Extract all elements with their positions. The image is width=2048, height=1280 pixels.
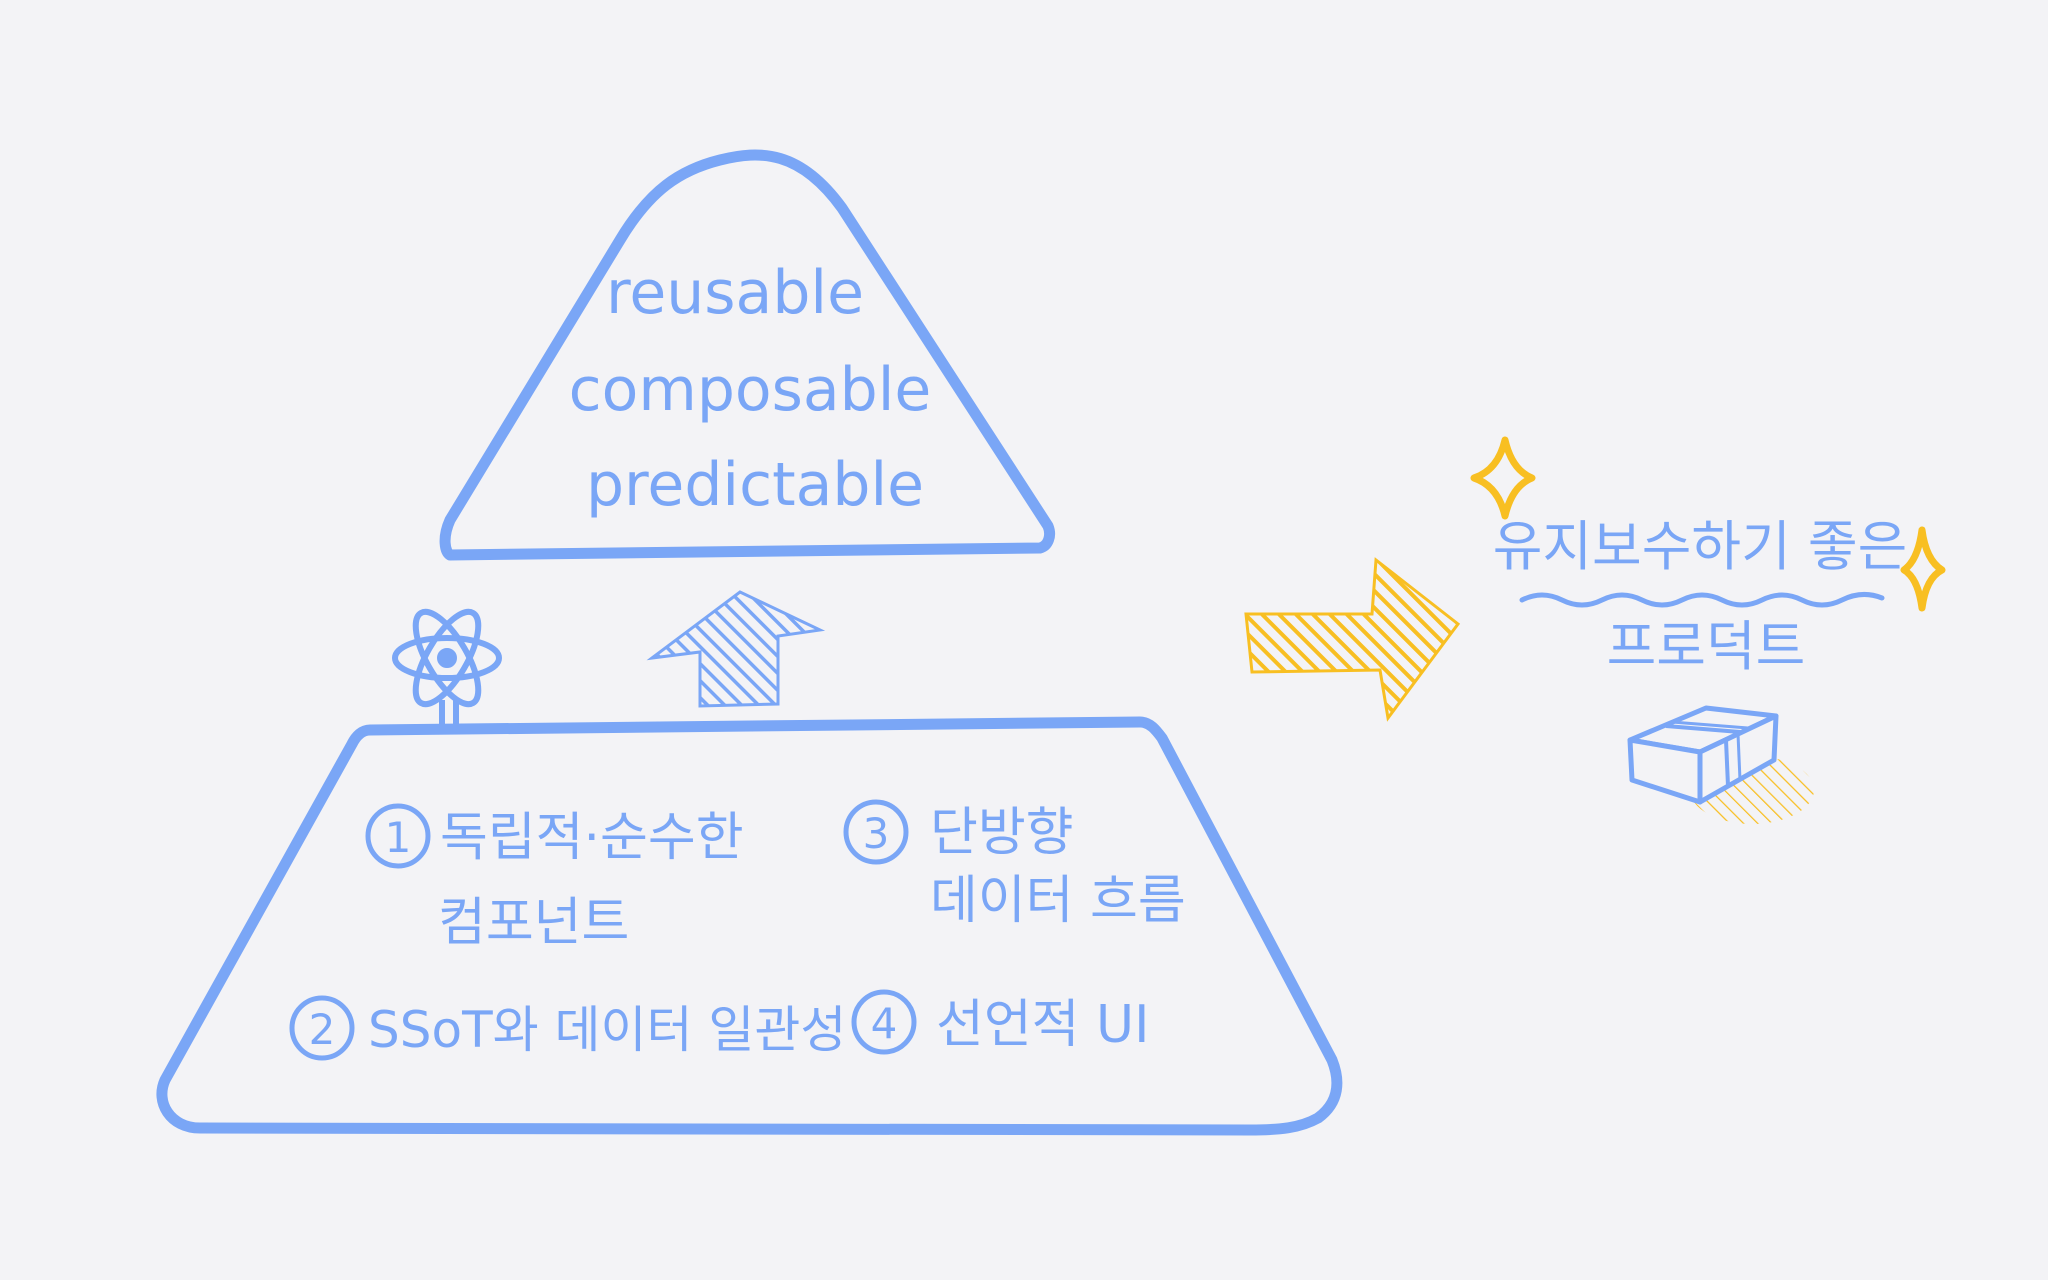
item-1-number: 1 (385, 813, 412, 862)
base-trapezoid (156, 716, 1343, 1136)
base-item-2: 2 SSoT와 데이터 일관성 (289, 995, 846, 1061)
right-arrow-icon (1244, 557, 1461, 722)
base-item-1: 1 독립적·순수한 컴포넌트 (365, 803, 744, 953)
sparkle-icon (1470, 436, 1536, 520)
item-2-number: 2 (309, 1005, 336, 1054)
item-4-number-circle (851, 989, 917, 1055)
wavy-underline (1519, 592, 1885, 608)
up-arrow-icon (646, 590, 826, 708)
item-3-number-circle (843, 799, 909, 865)
top-triangle (439, 149, 1056, 561)
base-item-3: 3 단방향 데이터 흐름 (843, 799, 1186, 931)
box-icon (1627, 705, 1814, 824)
item-1-line1: 독립적·순수한 (440, 808, 744, 868)
item-3-number: 3 (863, 809, 890, 858)
item-1-line2: 컴포넌트 (438, 893, 629, 953)
triangle-line-predictable: predictable (586, 450, 924, 520)
triangle-line-reusable: reusable (606, 258, 864, 328)
react-atom-icon (392, 608, 502, 730)
triangle-line-composable: composable (569, 355, 932, 425)
item-4-line1: 선언적 UI (936, 995, 1149, 1055)
item-4-number: 4 (871, 999, 898, 1048)
item-3-line1: 단방향 (930, 803, 1074, 863)
item-2-line1: SSoT와 데이터 일관성 (368, 1001, 846, 1059)
item-3-line2: 데이터 흐름 (930, 871, 1186, 931)
sparkle-icon-small (1900, 526, 1946, 612)
base-item-4: 4 선언적 UI (851, 989, 1149, 1055)
result-line2: 프로덕트 (1607, 615, 1806, 678)
result-line1: 유지보수하기 좋은 (1493, 515, 1908, 578)
item-2-number-circle (289, 995, 355, 1061)
item-1-number-circle (365, 803, 431, 869)
